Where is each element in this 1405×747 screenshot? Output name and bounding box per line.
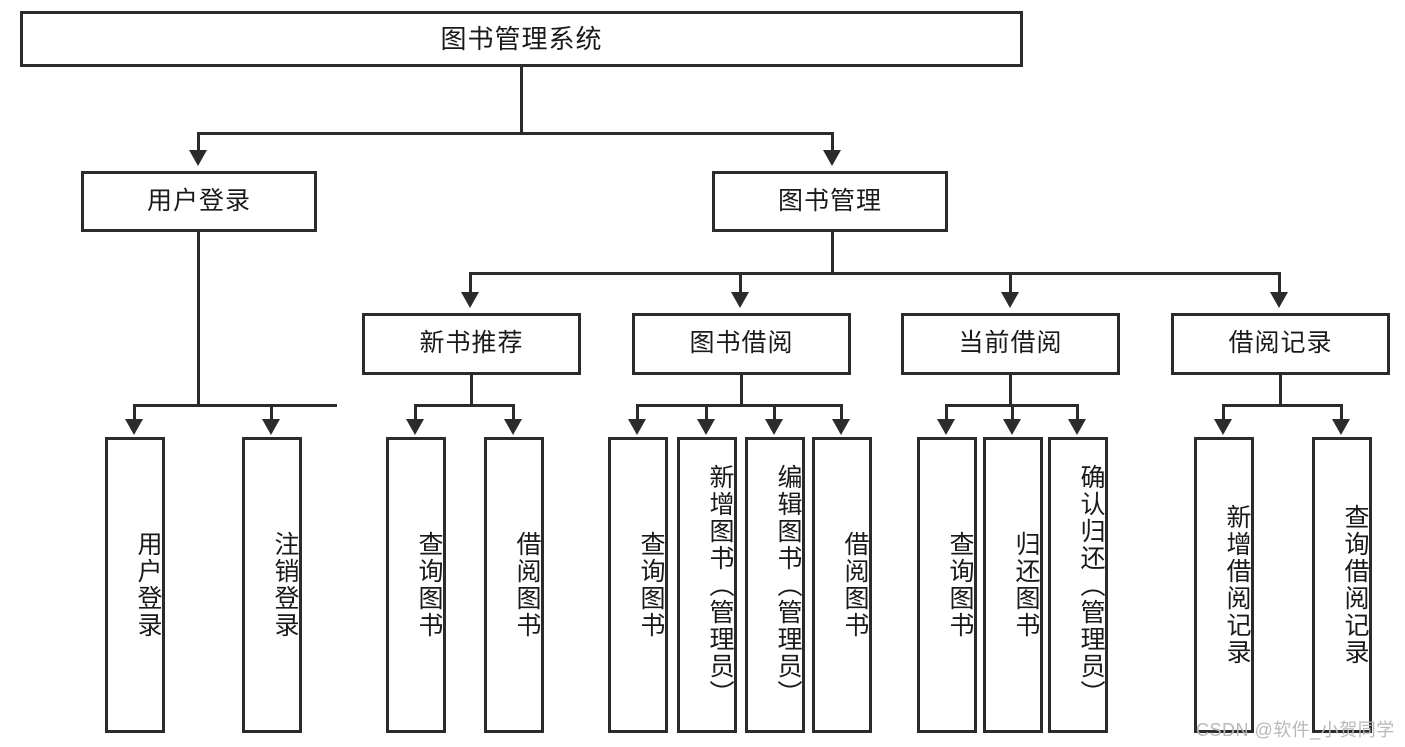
node-new-book-recommend[interactable]: 新书推荐 xyxy=(362,313,581,375)
arrow-to-leaf-query-borrow-record xyxy=(1332,419,1350,435)
leaf-query-book-borrow[interactable]: 查询图书 xyxy=(608,437,668,733)
arrow-to-leaf-query-book-bb xyxy=(628,419,646,435)
leaf-query-book-current[interactable]: 查询图书 xyxy=(917,437,977,733)
leaf-confirm-return-admin[interactable]: 确认归还（管理员） xyxy=(1048,437,1108,733)
connector-user-login-drop-2 xyxy=(270,404,273,421)
connector-cb-trunk xyxy=(1009,375,1012,407)
leaf-edit-book-admin[interactable]: 编辑图书（管理员） xyxy=(745,437,805,733)
connector-bm-drop-4 xyxy=(1278,272,1281,294)
node-borrow-records[interactable]: 借阅记录 xyxy=(1171,313,1390,375)
node-label: 图书借阅 xyxy=(689,329,794,358)
connector-bb-drop-4 xyxy=(840,404,843,421)
arrow-to-book-borrow xyxy=(731,292,749,308)
connector-user-login-trunk xyxy=(197,232,200,407)
arrow-to-leaf-confirm-return xyxy=(1068,419,1086,435)
node-label: 编辑图书（管理员） xyxy=(774,463,802,707)
node-book-borrow[interactable]: 图书借阅 xyxy=(632,313,851,375)
arrow-to-leaf-query-book-cb xyxy=(937,419,955,435)
node-label: 借阅图书 xyxy=(841,531,869,639)
arrow-to-leaf-query-book-nbr xyxy=(406,419,424,435)
node-book-management[interactable]: 图书管理 xyxy=(712,171,948,232)
leaf-logout[interactable]: 注销登录 xyxy=(242,437,302,733)
connector-cb-drop-2 xyxy=(1011,404,1014,421)
leaf-user-login[interactable]: 用户登录 xyxy=(105,437,165,733)
arrow-to-leaf-edit-book xyxy=(765,419,783,435)
node-label: 当前借阅 xyxy=(958,329,1063,358)
connector-br-trunk xyxy=(1279,375,1282,407)
arrow-to-new-book-recommend xyxy=(461,292,479,308)
leaf-borrow-book-recommend[interactable]: 借阅图书 xyxy=(484,437,544,733)
node-label: 借阅图书 xyxy=(513,531,541,639)
connector-root-drop-right xyxy=(831,132,834,152)
connector-br-bus xyxy=(1222,404,1342,407)
connector-cb-drop-1 xyxy=(945,404,948,421)
connector-nbr-trunk xyxy=(470,375,473,407)
connector-cb-bus xyxy=(945,404,1076,407)
node-label: 用户登录 xyxy=(146,186,251,215)
node-label: 注销登录 xyxy=(271,531,299,639)
arrow-to-borrow-records xyxy=(1270,292,1288,308)
node-label: 查询借阅记录 xyxy=(1341,504,1369,666)
connector-bb-drop-1 xyxy=(636,404,639,421)
connector-br-drop-1 xyxy=(1222,404,1225,421)
node-label: 查询图书 xyxy=(946,531,974,639)
connector-root-trunk xyxy=(520,67,523,132)
leaf-query-borrow-record[interactable]: 查询借阅记录 xyxy=(1312,437,1372,733)
connector-bm-drop-1 xyxy=(469,272,472,294)
connector-br-drop-2 xyxy=(1340,404,1343,421)
connector-bb-drop-3 xyxy=(773,404,776,421)
arrow-to-leaf-add-borrow-record xyxy=(1214,419,1232,435)
connector-nbr-bus xyxy=(414,404,514,407)
connector-cb-drop-3 xyxy=(1076,404,1079,421)
node-label: 新增借阅记录 xyxy=(1223,504,1251,666)
node-root-book-management-system[interactable]: 图书管理系统 xyxy=(20,11,1023,67)
arrow-to-leaf-borrow-book-bb xyxy=(832,419,850,435)
node-label: 查询图书 xyxy=(637,531,665,639)
leaf-borrow-book[interactable]: 借阅图书 xyxy=(812,437,872,733)
connector-book-management-trunk xyxy=(831,232,834,274)
node-label: 用户登录 xyxy=(134,531,162,639)
leaf-return-book[interactable]: 归还图书 xyxy=(983,437,1043,733)
leaf-add-borrow-record[interactable]: 新增借阅记录 xyxy=(1194,437,1254,733)
connector-book-management-bus xyxy=(469,272,1281,275)
node-label: 确认归还（管理员） xyxy=(1077,463,1105,707)
connector-root-bus xyxy=(197,132,834,135)
arrow-to-leaf-logout xyxy=(262,419,280,435)
arrow-to-leaf-borrow-book-nbr xyxy=(504,419,522,435)
node-user-login[interactable]: 用户登录 xyxy=(81,171,317,232)
connector-nbr-drop-2 xyxy=(512,404,515,421)
connector-bb-drop-2 xyxy=(705,404,708,421)
connector-nbr-drop-1 xyxy=(414,404,417,421)
connector-bb-trunk xyxy=(740,375,743,407)
connector-root-drop-left xyxy=(197,132,200,152)
connector-user-login-bus xyxy=(133,404,337,407)
node-label: 归还图书 xyxy=(1012,531,1040,639)
watermark: CSDN @软件_小贺同学 xyxy=(1196,720,1395,740)
node-label: 查询图书 xyxy=(415,531,443,639)
connector-user-login-drop-1 xyxy=(133,404,136,421)
connector-bm-drop-3 xyxy=(1009,272,1012,294)
node-label: 图书管理系统 xyxy=(440,23,603,54)
arrow-to-user-login xyxy=(189,150,207,166)
node-current-borrow[interactable]: 当前借阅 xyxy=(901,313,1120,375)
arrow-to-leaf-return-book xyxy=(1003,419,1021,435)
leaf-query-book-recommend[interactable]: 查询图书 xyxy=(386,437,446,733)
node-label: 借阅记录 xyxy=(1228,329,1333,358)
node-label: 新书推荐 xyxy=(419,329,524,358)
arrow-to-leaf-add-book xyxy=(697,419,715,435)
node-label: 图书管理 xyxy=(777,186,882,215)
arrow-to-leaf-user-login xyxy=(125,419,143,435)
arrow-to-current-borrow xyxy=(1001,292,1019,308)
arrow-to-book-management xyxy=(823,150,841,166)
connector-bm-drop-2 xyxy=(739,272,742,294)
node-label: 新增图书（管理员） xyxy=(706,463,734,707)
leaf-add-book-admin[interactable]: 新增图书（管理员） xyxy=(677,437,737,733)
connector-bb-bus xyxy=(636,404,842,407)
